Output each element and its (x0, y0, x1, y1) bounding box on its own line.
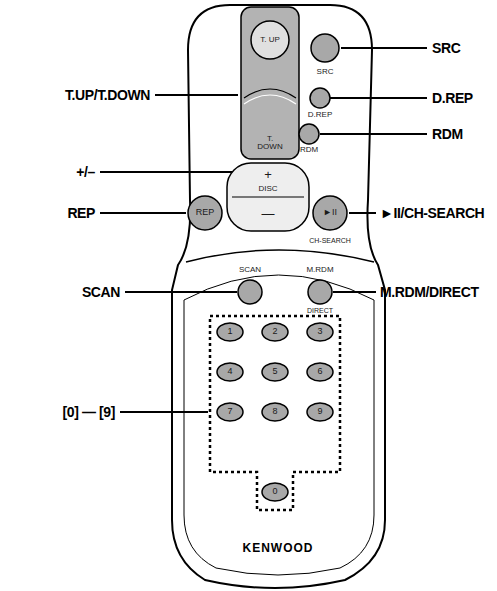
remote-button: REP (187, 195, 223, 231)
button-label: REP (196, 208, 215, 217)
number-button: 1 (215, 321, 245, 343)
button-label: + (264, 168, 272, 182)
remote-button: + DISC — (226, 162, 310, 232)
number-button: 8 (260, 401, 290, 423)
button-label: 7 (227, 407, 232, 416)
keypad-panel (184, 275, 374, 575)
remote-button: SRC (310, 33, 340, 79)
button-label: 3 (317, 327, 322, 336)
button-label: 1 (227, 327, 232, 336)
remote-button: ►II CH-SEARCH (307, 195, 353, 249)
callout-label: M.RDM/DIRECT (380, 284, 479, 300)
number-button: 9 (305, 401, 335, 423)
callout-label: RDM (432, 126, 463, 142)
button-label: SCAN (239, 266, 261, 274)
callout-label: SCAN (82, 284, 120, 300)
button-label: 4 (227, 367, 232, 376)
callout-label: ►II/CH-SEARCH (380, 205, 484, 221)
callout-label: D.REP (432, 90, 473, 106)
remote-button: D.REP (302, 87, 338, 123)
leader-line (333, 291, 376, 293)
callout-label: +/– (76, 164, 95, 180)
button-label: — (262, 207, 275, 221)
remote-button: T. UP T. DOWN (240, 6, 300, 160)
remote-button: SCAN (232, 262, 268, 306)
leader-line (320, 133, 427, 135)
leader-line (349, 212, 376, 214)
button-label: 8 (272, 407, 277, 416)
keypad-bracket (210, 316, 340, 510)
button-label: DIRECT (307, 307, 333, 314)
button-label: 9 (317, 407, 322, 416)
button-label: ►II (323, 208, 337, 217)
number-button: 2 (260, 321, 290, 343)
number-button: 5 (260, 361, 290, 383)
panel-seam (186, 250, 374, 262)
number-button: 6 (305, 361, 335, 383)
button-label: 6 (317, 367, 322, 376)
button-label: 0 (272, 487, 277, 496)
brand-name: KENWOOD (243, 541, 314, 555)
button-label: T. UP (258, 36, 282, 44)
leader-line (155, 94, 238, 96)
number-button: 7 (215, 401, 245, 423)
button-label: T. DOWN (255, 135, 285, 152)
number-button: 0 (260, 481, 290, 503)
number-button: 4 (215, 361, 245, 383)
callout-label: SRC (432, 40, 460, 56)
button-label: SRC (317, 68, 334, 76)
button-label: CH-SEARCH (309, 237, 351, 244)
button-label: DISC (258, 185, 277, 193)
remote-body (172, 5, 385, 588)
leader-line (120, 411, 208, 413)
button-label: M.RDM (306, 266, 333, 274)
leader-line (330, 97, 427, 99)
button-label: D.REP (308, 111, 332, 119)
number-button: 3 (305, 321, 335, 343)
callout-label: REP (67, 205, 95, 221)
leader-line (341, 47, 427, 49)
button-label: RDM (300, 146, 318, 154)
callout-label: T.UP/T.DOWN (65, 87, 150, 103)
leader-line (125, 291, 237, 293)
leader-line (100, 212, 186, 214)
remote-button: RDM (293, 123, 325, 157)
button-label: 2 (272, 327, 277, 336)
button-label: 5 (272, 367, 277, 376)
remote-button: M.RDM DIRECT (300, 262, 340, 320)
leader-line (100, 172, 236, 178)
callout-label: [0] — [9] (63, 404, 115, 420)
